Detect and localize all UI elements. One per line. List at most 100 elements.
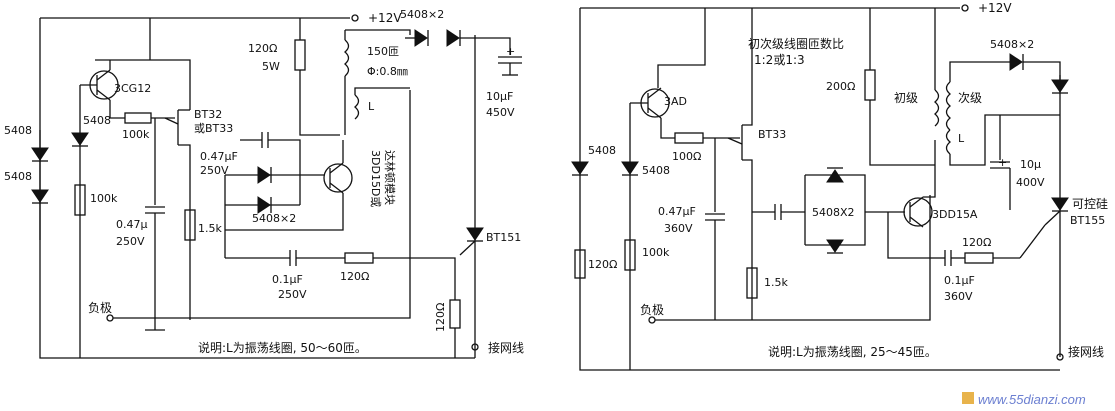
r-120v-label: 120Ω [434, 303, 447, 332]
resistor-r-100 [674, 132, 704, 144]
vcc-terminal-right [961, 4, 969, 12]
r-120-label: 120Ω [340, 270, 369, 283]
resistor-r-200 [864, 69, 876, 101]
diodes-top-label-right: 5408×2 [990, 38, 1034, 51]
negative-terminal [106, 314, 114, 322]
cap-plus-label-right: + [998, 156, 1007, 169]
transistor-3ad [640, 87, 670, 119]
resistor-r-120v [574, 249, 586, 279]
ratio-label: 初次级线圈匝数比 [748, 36, 844, 51]
diode-d3 [71, 132, 89, 147]
d1-label-right: 5408 [588, 144, 616, 157]
coil-primary [934, 89, 940, 127]
coil-wire-label: Φ:0.8㎜ [367, 65, 408, 78]
diodes-mid-right [826, 167, 844, 254]
r-100-label: 100Ω [672, 150, 701, 163]
r-100k-v-label: 100k [90, 192, 118, 205]
cap-out-label: 10μF [486, 90, 513, 103]
diodes-top-label: 5408×2 [400, 8, 444, 21]
r-100k-label-right: 100k [642, 246, 670, 259]
q1-label-right: 3AD [664, 95, 687, 108]
scr-bt151 [459, 227, 484, 256]
cap-01-v-label-right: 360V [944, 290, 973, 303]
cap-01-v-label: 250V [278, 288, 307, 301]
diodes-top-left [414, 29, 461, 47]
ujt-label-right: BT33 [758, 128, 786, 141]
cap-plus-label: + [506, 45, 515, 58]
resistor-120-v [449, 299, 461, 329]
cap-out-v-label: 450V [486, 106, 515, 119]
vcc-label: +12V [368, 11, 402, 25]
left-circuit: +12V 5408×2 120Ω 5W 150匝 Φ:0.8㎜ L + 10μF… [4, 8, 524, 359]
primary-label: 初级 [894, 91, 918, 105]
r-collector-label: 120Ω [248, 42, 277, 55]
ratio-value-label: 1:2或1:3 [754, 53, 805, 67]
q-main-label: 3DD15D或 [369, 150, 382, 207]
cap-047b-label: 0.47μ [116, 218, 148, 231]
net-label-right: 接网线 [1068, 344, 1104, 359]
diode-r-d2 [621, 161, 639, 176]
coil-150 [344, 39, 350, 77]
d2-label: 5408 [4, 170, 32, 183]
cap-047-v-label: 250V [200, 164, 229, 177]
cap-01-label-right: 0.1μF [944, 274, 975, 287]
vcc-label-right: +12V [978, 1, 1012, 15]
ujt-label: BT32 [194, 108, 222, 121]
vcc-terminal [351, 14, 359, 22]
scr-cn-label: 可控硅 [1072, 197, 1108, 211]
cap-047-label: 0.47μF [200, 150, 238, 163]
note-label-right: 说明:L为振荡线圈, 25～45匝。 [768, 344, 937, 359]
cap-01-label: 0.1μF [272, 273, 303, 286]
resistor-r-15k [746, 267, 758, 299]
watermark-logo-icon [962, 392, 974, 404]
q1-label: 3CG12 [114, 82, 151, 95]
d1-label: 5408 [4, 124, 32, 137]
resistor-120-h [344, 252, 374, 264]
resistor-100k-h [124, 112, 152, 124]
diodes-mid-left [257, 166, 272, 214]
coil-l-label-right: L [958, 132, 965, 145]
r-100k-h-label: 100k [122, 128, 150, 141]
cap-047-label-right: 0.47μF [658, 205, 696, 218]
d3-label: 5408 [83, 114, 111, 127]
diode-d2 [31, 189, 49, 204]
watermark-text: www.55dianzi.com [978, 392, 1086, 407]
diodes-mid-label-right: 5408X2 [812, 206, 855, 219]
r-15k-label: 1.5k [198, 222, 222, 235]
cap-047b-v-label: 250V [116, 235, 145, 248]
scr-bt155 [1044, 197, 1069, 226]
watermark: www.55dianzi.com [962, 392, 1086, 407]
r-120-label-right: 120Ω [962, 236, 991, 249]
ujt-bt32 [164, 110, 179, 145]
net-label: 接网线 [488, 340, 524, 355]
r-200-label: 200Ω [826, 80, 855, 93]
q-main-alt-label: 达林顿模块 [383, 150, 397, 205]
resistor-1k5 [184, 209, 196, 241]
cap-047-v-label-right: 360V [664, 222, 693, 235]
r-15k-label-right: 1.5k [764, 276, 788, 289]
resistor-120-5w [294, 39, 306, 71]
resistor-r-100k [624, 239, 636, 271]
cap-10-v-label: 400V [1016, 176, 1045, 189]
coil-l [354, 94, 360, 120]
transistor-main-left [323, 162, 353, 194]
diode-r-d1 [571, 161, 589, 176]
negative-terminal-right [648, 316, 656, 324]
scr-label: BT151 [486, 231, 521, 244]
q-main-label-right: 3DD15A [932, 208, 978, 221]
resistor-100k-v [74, 184, 86, 216]
coil-secondary [945, 81, 951, 131]
negative-label-right: 负极 [640, 303, 664, 317]
diodes-top-right [1009, 53, 1069, 94]
r-collector-power-label: 5W [262, 60, 280, 73]
net-terminal [471, 343, 479, 351]
coil-l-right [945, 129, 951, 155]
cap-10-label: 10μ [1020, 158, 1041, 171]
r-120v-label-right: 120Ω [588, 258, 617, 271]
resistor-r-120h [964, 252, 994, 264]
coil-turns-label: 150匝 [367, 45, 399, 58]
d2-label-right: 5408 [642, 164, 670, 177]
transistor-3dd15a [903, 196, 933, 228]
scr-label-right: BT155 [1070, 214, 1105, 227]
